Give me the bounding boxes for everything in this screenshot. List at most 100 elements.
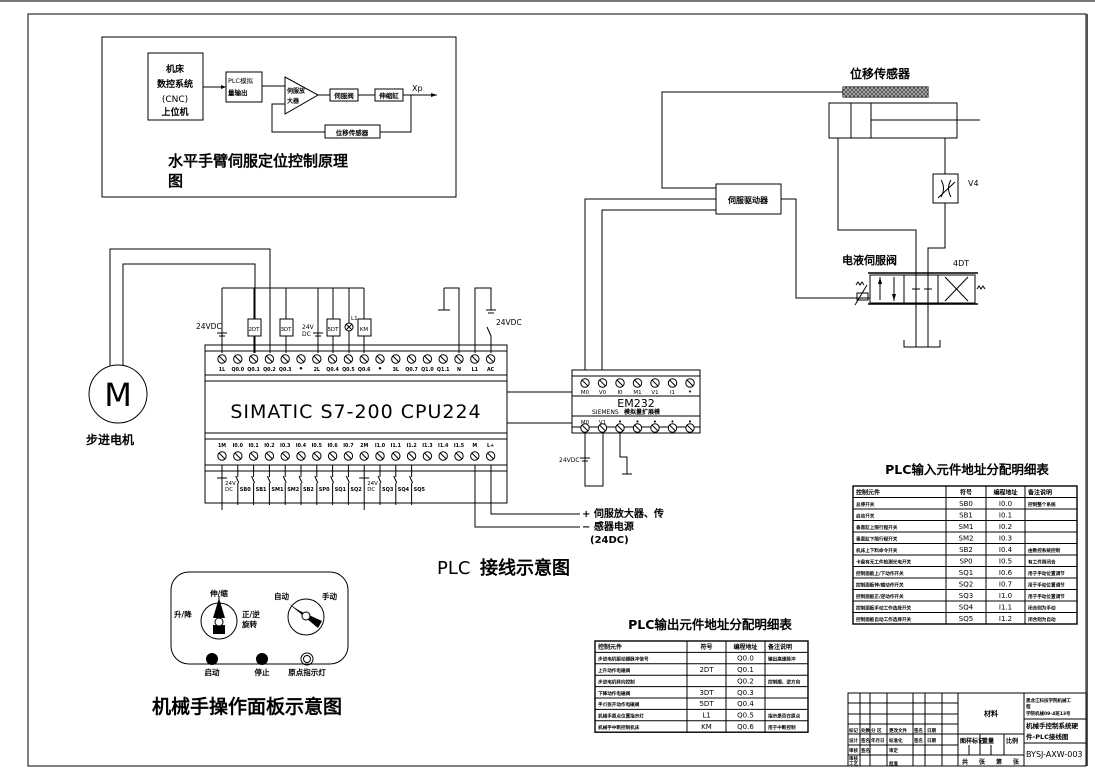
terminal-label: L+: [487, 443, 494, 449]
switch-icon: [298, 475, 303, 484]
table-cell: I1.0: [999, 592, 1012, 600]
tb-school-2: 程: [1026, 703, 1031, 710]
output-table-title: PLC输出元件地址分配明细表: [628, 617, 792, 632]
table-cell: KM: [701, 723, 712, 731]
servo-amp-label-1: 伺服放: [286, 87, 306, 95]
tb-drawing-no: BYSJ-AXW-003: [1026, 750, 1083, 759]
input-supply-label: 24V: [225, 481, 236, 487]
table-cell: SQ5: [959, 615, 973, 623]
terminal-screw-slot: [651, 379, 659, 387]
principle-frame: [101, 36, 457, 198]
tank-icon: [903, 340, 941, 348]
table-cell: 控制面板正/逆动作开关: [856, 593, 904, 600]
table-cell: 控制面板上/下动作开关: [856, 570, 904, 577]
table-cell: 垂直缸上限行程开关: [856, 524, 898, 531]
tb-label: 审核: [849, 755, 858, 762]
terminal-label: I1.2: [406, 443, 416, 449]
table-cell: SQ3: [959, 592, 973, 600]
cnc-label-2: 数控系统: [157, 78, 193, 90]
plc-body: [204, 344, 508, 504]
table-cell: 机床上下料命令开关: [856, 547, 898, 554]
terminal-label: I1.4: [438, 443, 449, 449]
throttle-label: V4: [968, 179, 979, 188]
start-label: 启动: [205, 667, 220, 677]
switch2-knob[interactable]: [301, 611, 311, 621]
table-cell: 控制面板伸/缩动作开关: [856, 581, 904, 588]
table-cell: Q0.2: [737, 677, 754, 685]
cnc-label-3: (CNC): [162, 95, 188, 105]
table-cell: 步进电机转向控制: [598, 678, 635, 685]
terminal-label: Q0.3: [279, 367, 292, 373]
tb-row-labels: 标记处数分 区更改文件签名日期设计签名年月日标准化签名日期审核签名审定审核工艺批…: [848, 727, 936, 767]
table-cell: 有工件则闭合: [1028, 558, 1056, 565]
terminal-screw-slot: [487, 452, 494, 460]
terminal-label: M0: [581, 390, 590, 396]
driver-wire: [584, 198, 716, 370]
tb-label: 更改文件: [889, 727, 907, 734]
plc-analog-box: [225, 71, 263, 103]
terminal-screw-slot: [439, 355, 447, 363]
table-cell: Q0.6: [737, 723, 754, 731]
terminal-screw-slot: [581, 379, 589, 387]
table-cell: 用于手动位置调节: [1028, 581, 1065, 588]
servo-valve-body: [869, 274, 976, 304]
em232-body: [571, 369, 701, 434]
plc-caption-suffix: 接线示意图: [480, 557, 570, 579]
tb-footer-label: 张: [979, 758, 986, 766]
terminal-label: I1: [670, 390, 675, 396]
switch1-knob[interactable]: [214, 617, 224, 627]
table-header-cell: 编程地址: [993, 488, 1017, 496]
principle-title-1: 水平手臂伺服定位控制原理: [168, 152, 348, 170]
switch2-left-label: 自动: [274, 591, 289, 601]
terminal-label: V0: [599, 390, 607, 396]
terminal-label: 1M: [218, 443, 226, 449]
hydraulic-line: [927, 203, 946, 330]
table-cell: 步进电机驱动器脉冲信号: [598, 656, 649, 663]
terminal-screw-slot: [424, 355, 431, 363]
terminal-screw-slot: [487, 355, 494, 363]
table-cell: 输出高速脉冲: [768, 656, 796, 663]
terminal-label: I1.3: [422, 443, 432, 449]
switch1-left-label: 升/降: [174, 609, 192, 619]
terminal-screw-slot: [376, 355, 384, 363]
terminal-label: •: [618, 418, 622, 426]
start-button[interactable]: [206, 653, 218, 665]
tb-drawing-title-1: 机械手控制系统硬: [1026, 721, 1079, 730]
principle-title-2: 图: [168, 172, 183, 190]
stop-button[interactable]: [256, 653, 268, 665]
terminal-label: Q0.7: [405, 367, 418, 373]
terminal-label: 1L: [219, 367, 225, 373]
switch-icon: [330, 475, 335, 484]
table-cell: I0.3: [999, 534, 1012, 542]
terminal-screw-slot: [424, 452, 431, 460]
switch1-pointer: [213, 598, 225, 618]
table-cell: 5DT: [699, 700, 714, 708]
origin-lamp-label: 原点指示灯: [288, 667, 326, 677]
lamp-icon: [345, 323, 353, 331]
switch-label: SB2: [303, 487, 314, 493]
table-header-cell: 备注说明: [1027, 488, 1052, 496]
plc-analog-label-2: 量输出: [228, 88, 248, 97]
tb-footer-label: 共: [962, 758, 968, 766]
terminal-screw-slot: [234, 452, 242, 460]
spring-icon: [855, 281, 865, 286]
terminal-screw-slot: [345, 355, 352, 363]
terminal-screw-slot: [218, 452, 226, 460]
table-cell: SQ4: [959, 603, 974, 611]
terminal-label: V1: [599, 420, 606, 426]
table-cell: SM2: [959, 534, 974, 542]
window-top-edge: [0, 0, 1095, 2]
terminal-label: M: [472, 443, 477, 449]
terminal-label: AC: [487, 367, 495, 373]
switch-label: SB0: [240, 487, 251, 493]
drawing-border: [27, 13, 1087, 767]
table-cell: SM1: [959, 523, 974, 531]
output-address-table: PLC输出元件地址分配明细表 控制元件符号编程地址备注说明步进电机驱动器脉冲信号…: [594, 617, 809, 733]
motor-label: 步进电机: [86, 432, 134, 447]
sensor-hatching: [843, 87, 928, 97]
cross-flow-icon: [944, 276, 969, 302]
switch-icon: [314, 475, 319, 484]
